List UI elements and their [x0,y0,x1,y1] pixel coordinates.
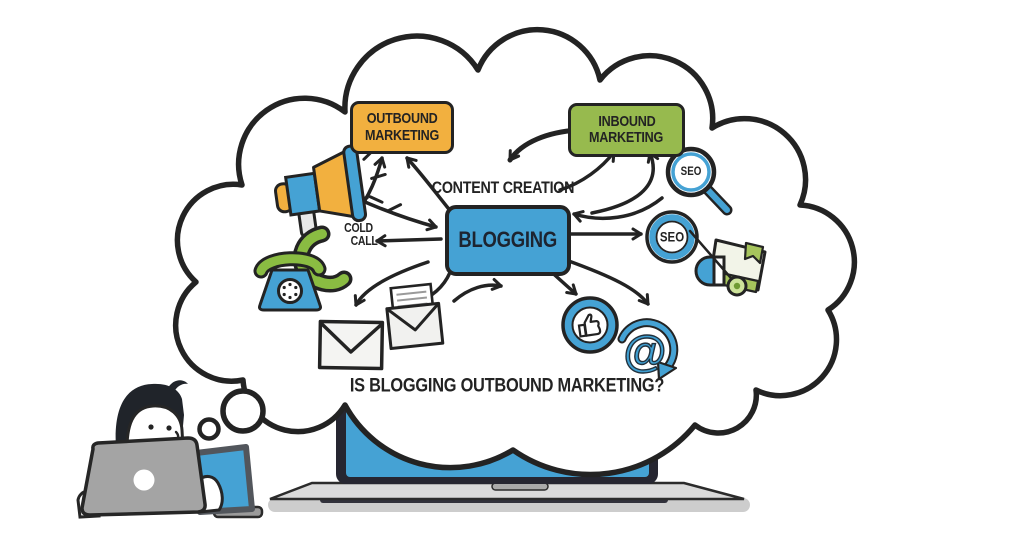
person-hair-swoop [168,380,188,392]
arrow-seo-to-blogging [572,196,664,223]
inbound-line1: INBOUND [597,112,656,130]
thumbs-up-icon [561,296,619,354]
thought-bubble-dots [197,388,266,441]
outbound-line2: MARKETING [364,126,440,144]
thought-bubble-small [197,417,221,441]
envelope-flap [320,322,383,354]
megaphone-rim [342,144,368,223]
laptop-notch [491,482,549,491]
loop-arrowhead [656,360,678,381]
thumb-glyph [577,313,602,338]
arrow-envelope-up-right [452,278,503,303]
person-eye-left [148,424,154,430]
arrow-blogging-to-coldcall [375,234,443,248]
outbound-line1: OUTBOUND [366,110,438,127]
seo-badge-icon [645,210,699,264]
cold-call-label: COLD CALL [344,221,378,248]
bookmark-ribbon [743,241,765,265]
phone-dial-holes [282,282,298,300]
blogging-label: BLOGGING [458,227,558,253]
envelope-body [317,319,385,371]
arrow-megaphone-blogging [356,196,438,232]
arrow-blogging-to-inbound [590,151,660,215]
mouse-body [712,255,726,287]
magnifier-inner-ring [671,152,711,192]
at-symbol-glyph: @ [623,326,667,376]
closed-envelope-icon [317,319,385,371]
laptop-logo [133,469,155,491]
seo-magnifier-label: SEO [680,166,702,178]
blogging-box: BLOGGING [445,205,571,276]
thought-bubble-large [220,388,266,434]
content-creation-label: CONTENT CREATION [431,178,575,197]
wheel-hub [733,282,741,290]
outbound-marketing-box: OUTBOUND MARKETING [350,101,454,154]
envelope-flap [385,302,440,332]
open-envelope-icon [385,282,445,351]
inbound-line2: MARKETING [589,129,664,146]
arrow-to-closed-envelope [353,260,430,307]
seo-magnifier-icon [665,146,733,216]
phone-dial [277,278,303,304]
mouse [694,255,716,287]
at-symbol-loop-icon [617,318,679,381]
seo-badge-label: SEO [659,229,685,245]
arrow-to-outbound-right [405,156,450,210]
person-eye-right [166,425,172,431]
person-at-laptop-icon [76,380,264,519]
mouse-and-page-icon [688,229,767,297]
inbound-marketing-box: INBOUND MARKETING [568,103,685,157]
rotary-phone-icon [253,251,327,312]
megaphone-icon [274,144,403,238]
arrow-blogging-to-at [564,258,650,306]
cursor-line [688,229,739,287]
question-label: IS BLOGGING OUTBOUND MARKETING? [349,374,665,397]
